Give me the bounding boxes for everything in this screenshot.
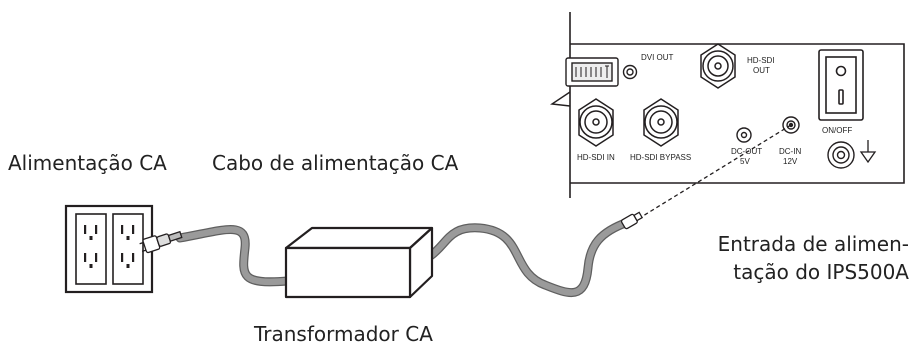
ground-icon: [859, 140, 877, 164]
hdsdi-out-port: [700, 43, 736, 89]
hdsdi-bypass-label: HD-SDI BYPASS: [630, 153, 691, 162]
hdsdi-out-label-1: HD-SDI: [747, 56, 775, 65]
ac-transformer: [284, 226, 434, 299]
power-input-label-line2: tação do IPS500A: [733, 260, 909, 284]
hdsdi-in-port: [578, 98, 614, 147]
dc-out-label-2: 5V: [740, 157, 750, 166]
dc-in-label-2: 12V: [783, 157, 798, 166]
ac-transformer-label: Transformador CA: [254, 322, 433, 346]
power-input-label-line1: Entrada de alimen-: [717, 232, 909, 256]
dc-out-port: [736, 127, 752, 143]
dc-out-label-1: DC-OUT: [731, 147, 762, 156]
dc-cable: [405, 217, 633, 298]
dc-plug: [620, 211, 644, 230]
power-switch: [818, 49, 864, 121]
dvi-out-port: [565, 57, 638, 87]
ac-plug: [139, 230, 183, 254]
device-rear-panel: [550, 12, 905, 198]
hdsdi-bypass-port: [643, 98, 679, 147]
hdsdi-out-label-2: OUT: [753, 66, 770, 75]
hdsdi-in-label: HD-SDI IN: [577, 153, 615, 162]
wall-outlet: [64, 204, 154, 294]
connection-dashed-line: [637, 124, 792, 220]
dc-in-label-1: DC-IN: [779, 147, 801, 156]
ac-power-label: Alimentação CA: [8, 151, 167, 175]
ac-cable: [175, 225, 292, 287]
ground-terminal: [827, 141, 855, 169]
ac-cable-label: Cabo de alimentação CA: [212, 151, 459, 175]
dvi-out-label: DVI OUT: [641, 53, 674, 62]
on-off-label: ON/OFF: [822, 126, 852, 135]
